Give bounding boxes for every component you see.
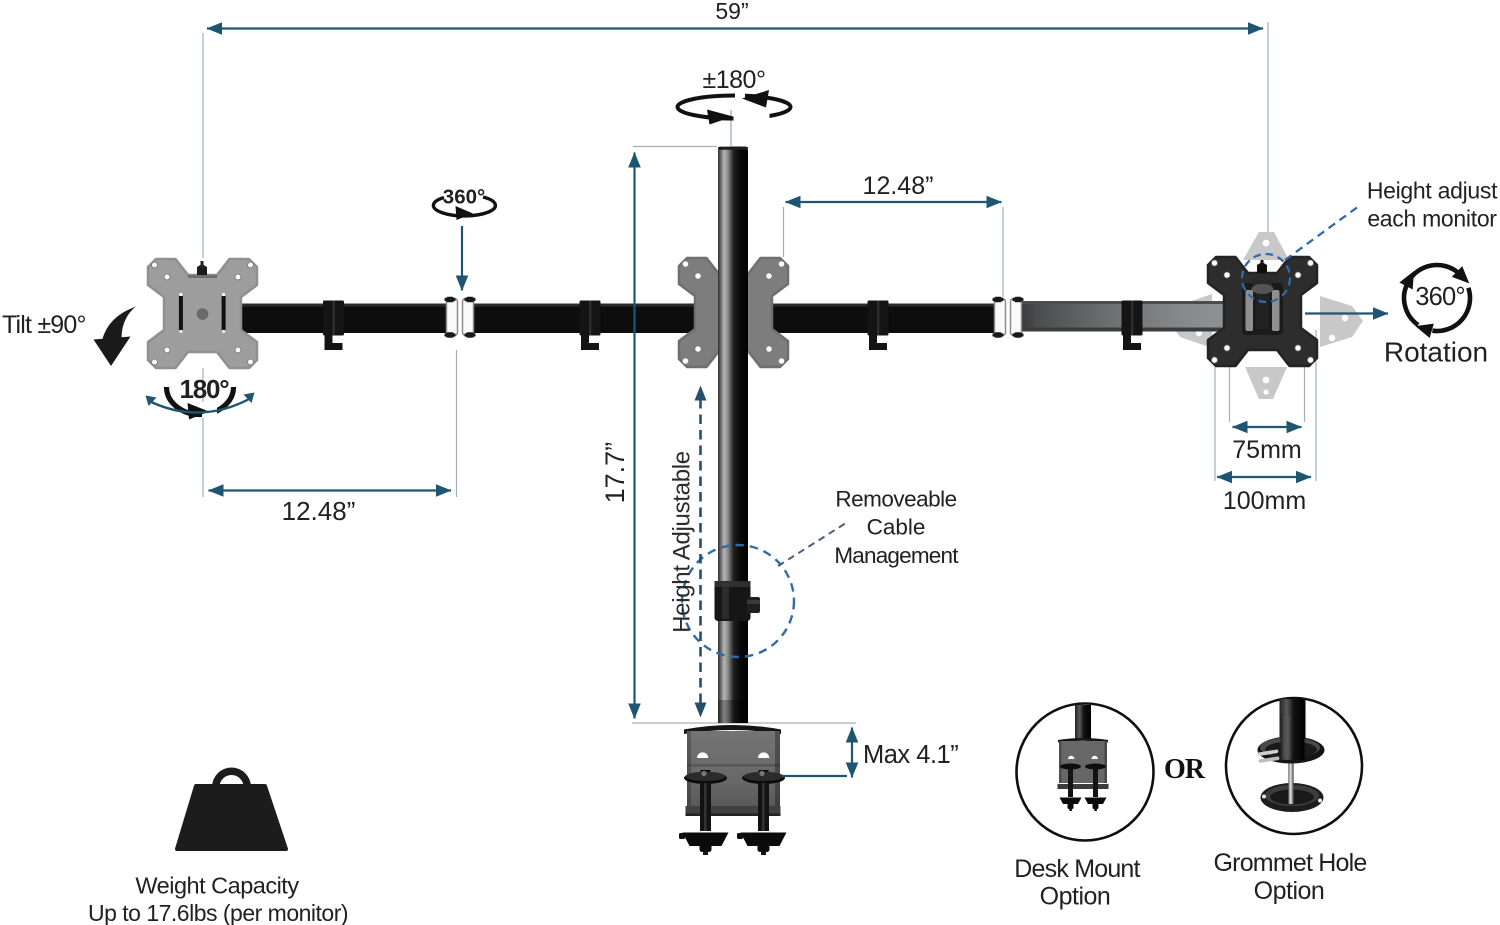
svg-text:Option: Option: [1040, 883, 1111, 911]
svg-text:360°: 360°: [1415, 283, 1465, 311]
svg-text:180°: 180°: [180, 374, 230, 404]
svg-text:Max 4.1”: Max 4.1”: [863, 741, 958, 769]
svg-text:59”: 59”: [715, 0, 748, 24]
svg-text:OR: OR: [1164, 754, 1206, 785]
svg-text:Weight Capacity: Weight Capacity: [135, 873, 299, 899]
svg-text:Removeable: Removeable: [835, 487, 956, 512]
svg-text:Height adjust: Height adjust: [1367, 178, 1498, 204]
svg-text:12.48”: 12.48”: [282, 496, 356, 526]
svg-text:Desk Mount: Desk Mount: [1014, 855, 1140, 883]
svg-text:Tilt ±90°: Tilt ±90°: [2, 311, 86, 339]
svg-text:100mm: 100mm: [1223, 487, 1306, 515]
svg-text:17.7”: 17.7”: [600, 442, 630, 504]
svg-text:Up to 17.6lbs (per monitor): Up to 17.6lbs (per monitor): [88, 900, 348, 925]
svg-text:75mm: 75mm: [1232, 436, 1301, 464]
svg-text:Grommet Hole: Grommet Hole: [1214, 849, 1367, 877]
svg-text:Cable: Cable: [867, 515, 926, 540]
svg-text:Height Adjustable: Height Adjustable: [669, 451, 696, 633]
svg-text:Management: Management: [834, 543, 959, 568]
svg-text:each monitor: each monitor: [1367, 206, 1497, 232]
svg-text:360°: 360°: [443, 186, 485, 209]
svg-text:12.48”: 12.48”: [863, 172, 934, 200]
svg-text:±180°: ±180°: [703, 66, 766, 94]
svg-text:Rotation: Rotation: [1384, 337, 1488, 368]
svg-text:Option: Option: [1254, 877, 1325, 905]
